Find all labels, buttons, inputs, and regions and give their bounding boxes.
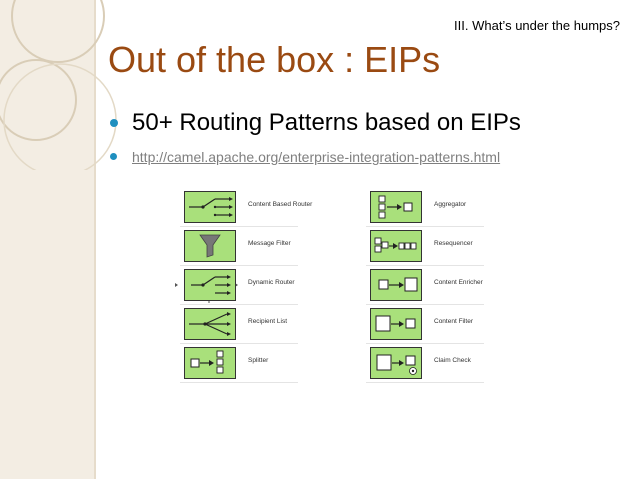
message-filter-icon — [184, 230, 236, 262]
eip-pattern-item: Splitter — [180, 344, 298, 383]
eip-pattern-item: Resequencer — [366, 227, 484, 266]
eip-pattern-item: Recipient List — [180, 305, 298, 344]
bullet-list: 50+ Routing Patterns based on EIPs http:… — [110, 108, 630, 166]
bullet-item-link: http://camel.apache.org/enterprise-integ… — [110, 148, 630, 166]
section-label: III. What’s under the humps? — [454, 18, 620, 33]
eip-pattern-label: Content Enricher — [434, 279, 483, 286]
eip-pattern-label: Splitter — [248, 357, 269, 364]
eip-link[interactable]: http://camel.apache.org/enterprise-integ… — [132, 149, 501, 165]
eip-pattern-label: Claim Check — [434, 357, 471, 364]
eip-pattern-label: Aggregator — [434, 201, 467, 208]
decorative-band — [0, 0, 96, 479]
eip-pattern-item: Content Enricher — [366, 266, 484, 305]
dynamic-router-icon — [184, 269, 236, 301]
bullet-text: 50+ Routing Patterns based on EIPs — [132, 109, 521, 136]
decorative-band-edge — [94, 0, 96, 479]
resequencer-icon — [370, 230, 422, 262]
eip-pattern-item: Content Based Router — [180, 188, 312, 227]
eip-pattern-label: Content Based Router — [248, 201, 313, 208]
eip-pattern-label: Content Filter — [434, 318, 474, 325]
aggregator-icon — [370, 191, 422, 223]
eip-pattern-item: Dynamic Router — [175, 266, 298, 305]
bullet-icon — [110, 119, 118, 127]
eip-pattern-item: Content Filter — [366, 305, 484, 344]
eip-pattern-item: Claim Check — [366, 344, 484, 383]
bullet-item: 50+ Routing Patterns based on EIPs — [110, 108, 630, 138]
eip-pattern-item: Message Filter — [180, 227, 298, 266]
slide-title: Out of the box : EIPs — [108, 39, 441, 80]
content-filter-icon — [370, 308, 422, 340]
eip-pattern-item: Aggregator — [366, 188, 484, 227]
eip-pattern-table-right: Aggregator Resequencer — [366, 188, 484, 383]
eip-pattern-label: Message Filter — [248, 240, 291, 247]
bullet-icon — [110, 153, 117, 160]
eip-pattern-label: Dynamic Router — [248, 279, 295, 286]
eip-pattern-label: Recipient List — [248, 318, 288, 325]
eip-pattern-label: Resequencer — [434, 240, 473, 247]
content-enricher-icon — [370, 269, 422, 301]
content-based-router-icon — [184, 191, 236, 223]
recipient-list-icon — [184, 308, 236, 340]
claim-check-icon — [370, 347, 422, 379]
eip-pattern-table-left: Content Based Router Message Filter — [175, 188, 312, 383]
splitter-icon — [184, 347, 236, 379]
